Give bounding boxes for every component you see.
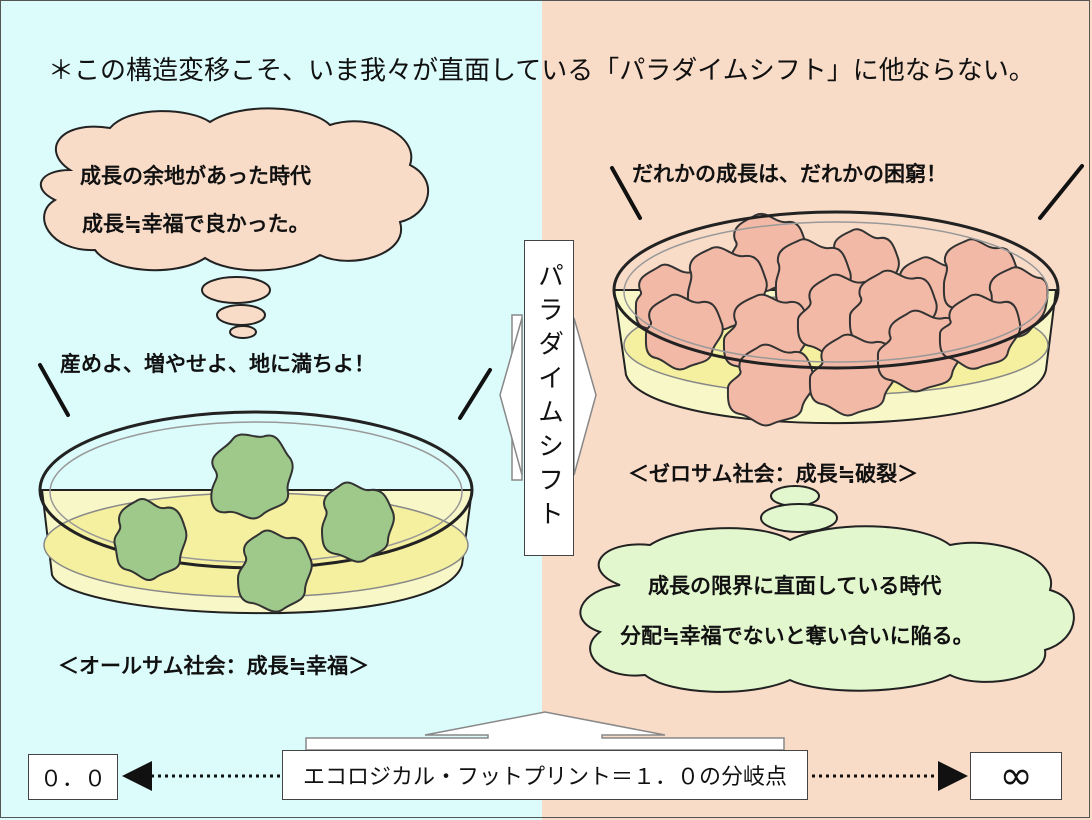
page-heading: ＊この構造変移こそ、いま我々が直面している「パラダイムシフト」に他ならない。 <box>48 50 1035 87</box>
left-caption: ＜オールサム社会：成長≒幸福＞ <box>58 650 369 680</box>
left-bubble-line-2: 成長≒幸福で良かった。 <box>82 208 310 238</box>
paradigm-shift-label: パラダイムシフト <box>524 240 574 556</box>
infinity-label: ∞ <box>970 752 1062 800</box>
left-slogan: 産めよ、増やせよ、地に満ちよ！ <box>60 348 375 378</box>
right-slogan: だれかの成長は、だれかの困窮！ <box>632 158 947 188</box>
right-bubble-line-2: 分配≒幸福でないと奪い合いに陥る。 <box>620 620 974 650</box>
left-bubble-line-1: 成長の余地があった時代 <box>80 160 311 190</box>
right-caption: ＜ゼロサム社会：成長≒破裂＞ <box>628 458 918 488</box>
zero-label: ０．０ <box>28 754 118 800</box>
branch-point-up-arrow <box>306 712 784 750</box>
right-bubble-line-1: 成長の限界に直面している時代 <box>648 570 941 600</box>
ecological-footprint-label: エコロジカル・フットプリント＝１．０の分岐点 <box>282 750 808 800</box>
